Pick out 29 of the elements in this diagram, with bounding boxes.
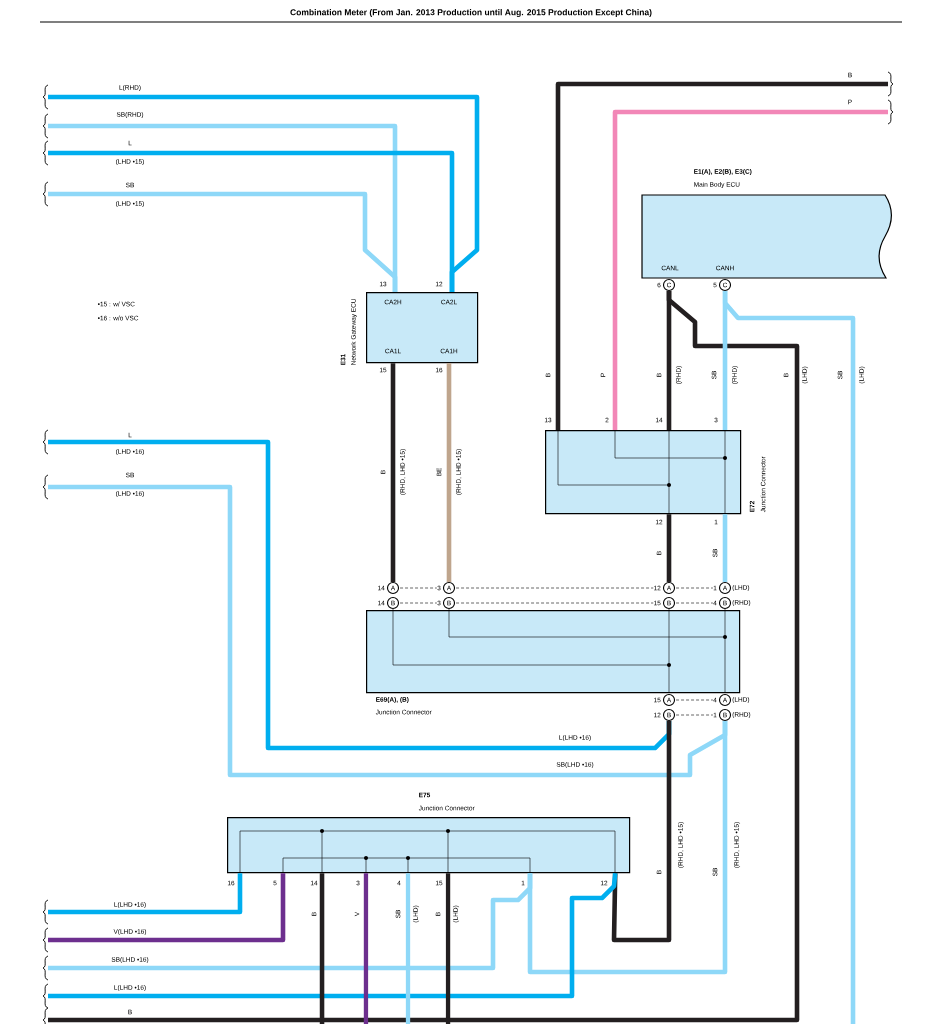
wire (446, 363, 452, 582)
dashed-line (675, 714, 714, 716)
wire (555, 81, 888, 430)
wire (405, 873, 411, 1024)
wire (722, 514, 728, 582)
dashed-line (399, 602, 438, 604)
wire (611, 721, 672, 943)
dashed-line (455, 602, 654, 604)
wire (48, 191, 398, 292)
wire (48, 873, 533, 971)
wire (527, 721, 728, 975)
dashed-line (455, 587, 654, 589)
wire (445, 873, 451, 1024)
dashed-line (399, 587, 438, 589)
wire (48, 873, 618, 999)
wire (48, 290, 800, 1023)
dashed-line (675, 699, 714, 701)
wire (363, 873, 369, 1024)
dashed-line (675, 587, 714, 589)
dashed-line (675, 602, 714, 604)
wire (48, 150, 455, 292)
wire (612, 109, 888, 430)
wire (48, 873, 286, 943)
title: Combination Meter (From Jan. 2013 Production until Aug. 2015 Production Except China) (290, 9, 652, 17)
wire (666, 514, 672, 582)
wire (48, 873, 243, 915)
wire (390, 363, 396, 582)
wire (319, 873, 325, 1024)
wire (722, 291, 856, 1024)
